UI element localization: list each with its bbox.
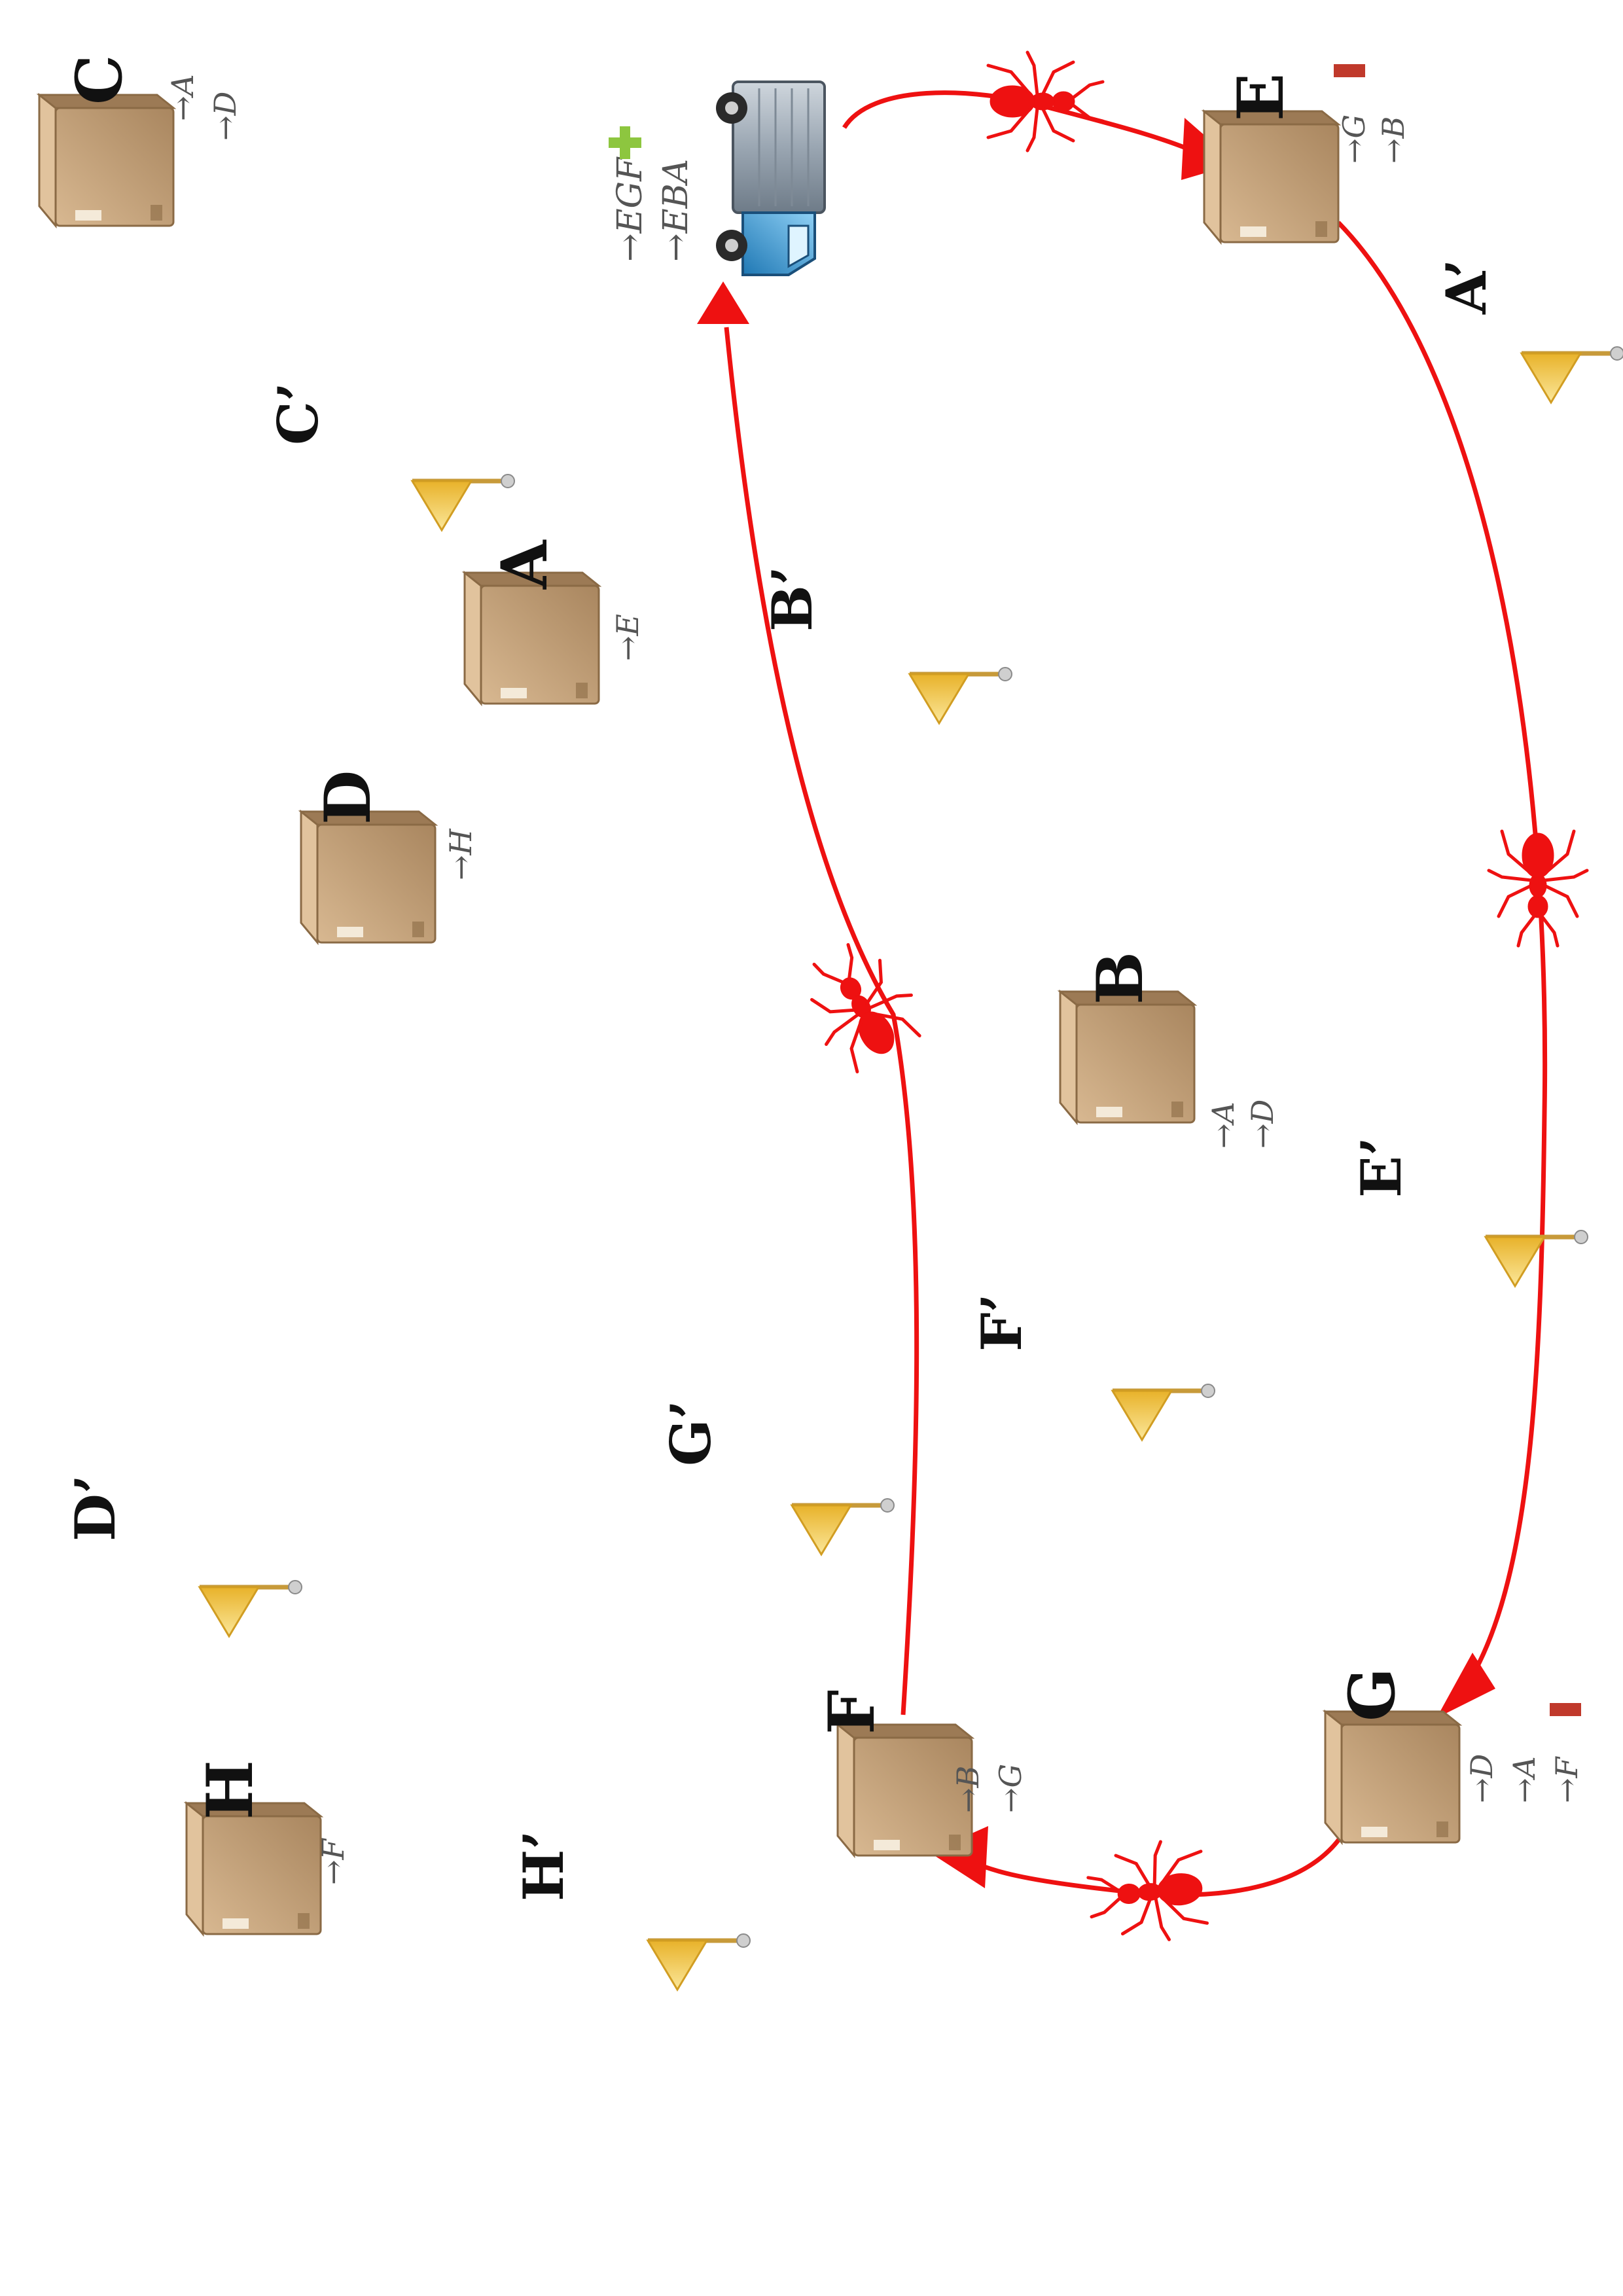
route-f-to-truck <box>724 327 919 1715</box>
flag-label: B’ <box>760 566 825 632</box>
arrowhead-to-truck <box>697 281 749 324</box>
box-label: C <box>62 55 136 105</box>
truck-line: →EBA <box>656 159 696 262</box>
flag-icon <box>1486 1230 1588 1286</box>
ant-icon <box>1086 1839 1208 1946</box>
ant-icon <box>988 52 1103 151</box>
box-label: D <box>311 770 385 825</box>
flag-e-prime: E’ <box>1349 1137 1588 1286</box>
delivery-truck-icon <box>716 81 826 276</box>
box-destination: →D <box>207 92 243 141</box>
flag-icon <box>1522 347 1623 403</box>
flag-a-prime: A’ <box>1434 259 1623 403</box>
minus-icon <box>1550 1703 1581 1716</box>
flag-b-prime: B’ <box>760 566 1012 723</box>
box-label: A <box>488 539 562 590</box>
box-g: G →D →A →F <box>1324 1668 1584 1844</box>
box-destination: →A <box>1205 1102 1241 1149</box>
package-icon <box>300 810 437 944</box>
flag-label: A’ <box>1434 259 1499 315</box>
minus-icon <box>1334 64 1365 77</box>
flag-label: D’ <box>63 1475 128 1541</box>
flag-d-prime: D’ <box>63 1475 302 1636</box>
flag-icon <box>910 668 1012 723</box>
box-destination: →E <box>610 614 645 661</box>
truck-line: →EGF <box>611 156 650 262</box>
box-c: C →A →D <box>38 55 243 227</box>
flag-icon <box>648 1934 750 1990</box>
box-destination: →A <box>165 74 200 121</box>
box-h: H →F <box>185 1760 351 1935</box>
package-icon <box>1203 110 1340 243</box>
flag-icon <box>792 1499 894 1554</box>
flag-h-prime: H’ <box>511 1830 750 1990</box>
arrowhead-to-f <box>929 1826 988 1888</box>
box-destination: →A <box>1507 1756 1542 1803</box>
box-destination: →B <box>1376 117 1411 164</box>
box-destination: →D <box>1464 1754 1499 1803</box>
box-b: B →A →D <box>1059 952 1280 1149</box>
box-d: D →H <box>300 770 478 944</box>
box-e: E →G →B <box>1203 64 1411 243</box>
box-f: F →B →G <box>815 1690 1028 1857</box>
box-label: G <box>1335 1668 1409 1721</box>
flag-icon <box>1113 1384 1215 1440</box>
box-destination: →F <box>315 1837 351 1885</box>
box-a: A →E <box>463 539 645 705</box>
box-label: H <box>193 1760 267 1820</box>
package-icon <box>38 94 175 227</box>
flag-label: H’ <box>511 1830 576 1901</box>
package-icon <box>1059 990 1196 1124</box>
box-destination: →B <box>950 1766 986 1813</box>
truck-destination-list: →EGF →EBA <box>611 156 696 262</box>
flag-icon <box>412 475 514 530</box>
box-destination: →D <box>1245 1100 1280 1149</box>
arrowhead-to-g <box>1436 1653 1495 1718</box>
flag-label: F’ <box>969 1293 1034 1352</box>
package-icon <box>463 571 600 705</box>
ant-icon <box>1489 831 1587 946</box>
package-icon <box>185 1802 322 1935</box>
plus-icon <box>609 126 641 159</box>
flag-label: G’ <box>658 1400 723 1466</box>
box-destination: →G <box>993 1764 1028 1813</box>
package-icon <box>1324 1710 1461 1844</box>
box-label: E <box>1224 73 1298 121</box>
box-label: B <box>1083 952 1157 1005</box>
flag-label: C’ <box>266 382 330 445</box>
flag-f-prime: F’ <box>969 1293 1215 1440</box>
box-destination: →H <box>443 828 478 880</box>
box-destination: →G <box>1336 115 1372 164</box>
box-label: F <box>815 1690 889 1734</box>
flag-label: E’ <box>1349 1137 1414 1198</box>
route-e-to-g <box>1336 221 1548 1677</box>
flag-icon <box>200 1581 302 1636</box>
flag-c-prime: C’ <box>266 382 514 530</box>
delivery-truck <box>716 81 826 276</box>
box-destination: →F <box>1549 1755 1584 1803</box>
flag-g-prime: G’ <box>658 1400 894 1554</box>
